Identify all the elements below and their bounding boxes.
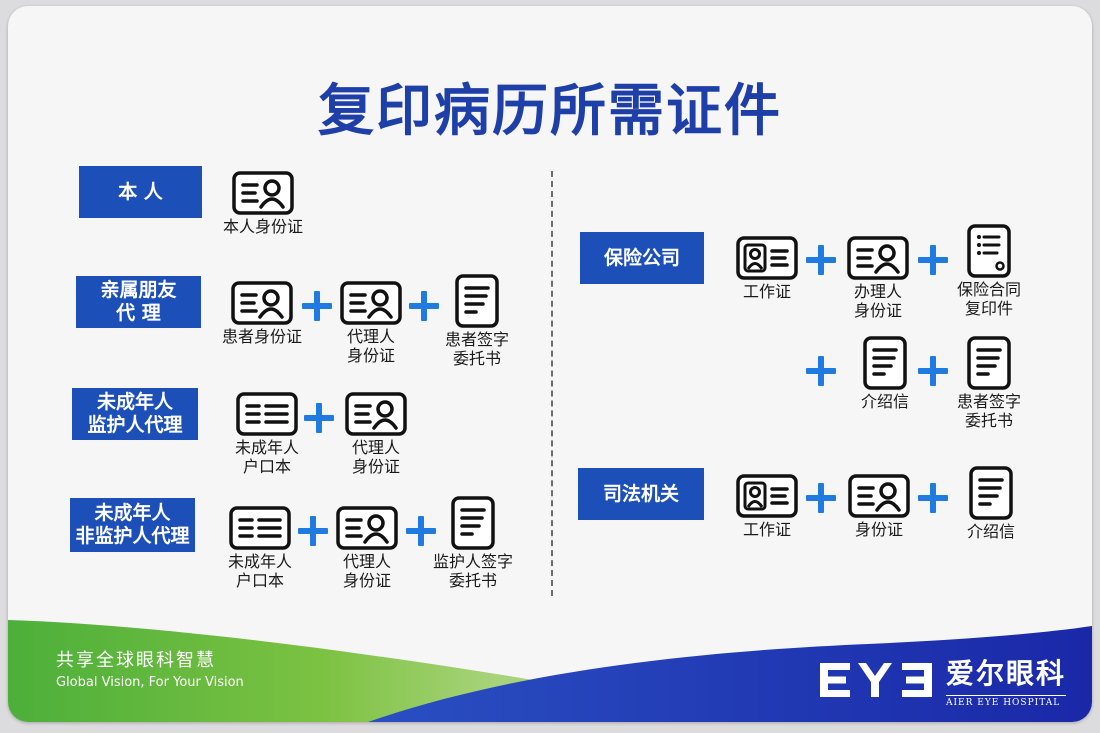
doc-agent-id-3: 代理人 身份证 xyxy=(302,506,432,590)
doc-intro-letter: 介绍信 xyxy=(820,336,950,411)
plus-icon xyxy=(304,403,334,433)
page-title: 复印病历所需证件 xyxy=(318,79,782,144)
category-label-relative: 亲属朋友 代 理 xyxy=(76,276,201,328)
id-card-icon xyxy=(340,281,402,325)
brand-text: 爱尔眼科 AIER EYE HOSPITAL xyxy=(946,652,1067,708)
id-card-icon xyxy=(345,392,407,436)
doc-caption: 患者签字 委托书 xyxy=(956,392,1021,430)
plus-icon xyxy=(918,483,948,513)
plus-icon xyxy=(406,516,436,546)
doc-intro-letter-2: 介绍信 xyxy=(926,466,1056,541)
brand-name-cn: 爱尔眼科 xyxy=(946,657,1067,690)
doc-caption: 介绍信 xyxy=(860,392,909,411)
doc-handler-id: 办理人 身份证 xyxy=(813,236,943,320)
doc-caption: 未成年人 户口本 xyxy=(227,552,292,590)
plus-icon xyxy=(806,483,836,513)
doc-caption: 身份证 xyxy=(854,520,903,539)
doc-minor-hukou: 未成年人 户口本 xyxy=(202,392,332,476)
plus-icon xyxy=(806,356,836,386)
document-icon xyxy=(969,466,1013,520)
plus-icon xyxy=(302,291,332,321)
doc-self-id: 本人身份证 xyxy=(198,171,328,236)
plus-icon xyxy=(409,291,439,321)
doc-caption: 本人身份证 xyxy=(222,217,303,236)
doc-id-card: 身份证 xyxy=(814,474,944,539)
category-label-self: 本 人 xyxy=(79,166,202,218)
id-card-icon xyxy=(847,236,909,280)
hukou-book-icon xyxy=(236,392,298,436)
doc-work-id: 工作证 xyxy=(702,236,832,301)
doc-agent-id: 代理人 身份证 xyxy=(306,281,436,365)
plus-icon xyxy=(806,245,836,275)
brand-name-en: AIER EYE HOSPITAL xyxy=(946,695,1067,708)
contract-document-icon xyxy=(967,224,1011,278)
doc-caption: 患者身份证 xyxy=(221,327,302,346)
doc-caption: 工作证 xyxy=(742,520,791,539)
doc-caption: 代理人 身份证 xyxy=(351,438,400,476)
doc-patient-letter-2: 患者签字 委托书 xyxy=(924,336,1054,430)
slogan: 共享全球眼科智慧 Global Vision, For Your Vision xyxy=(56,646,244,690)
plus-icon xyxy=(298,516,328,546)
doc-caption: 工作证 xyxy=(742,282,791,301)
document-icon xyxy=(967,336,1011,390)
work-card-icon xyxy=(736,236,798,280)
doc-caption: 监护人签字 委托书 xyxy=(432,552,513,590)
doc-guardian-letter: 监护人签字 委托书 xyxy=(408,496,538,590)
requirements-board: 复印病历所需证件 本 人 亲属朋友 代 理 未成年人 监护人代理 未成年人 非监… xyxy=(8,6,1092,722)
category-label-minor-nonguardian: 未成年人 非监护人代理 xyxy=(70,498,195,552)
category-label-judicial: 司法机关 xyxy=(578,468,704,520)
plus-icon xyxy=(918,245,948,275)
eye-logo-mark xyxy=(820,663,932,697)
doc-minor-hukou-2: 未成年人 户口本 xyxy=(195,506,325,590)
slogan-cn: 共享全球眼科智慧 xyxy=(56,650,216,671)
document-icon xyxy=(451,496,495,550)
document-icon xyxy=(863,336,907,390)
slogan-en: Global Vision, For Your Vision xyxy=(56,675,244,690)
hospital-logo: 爱尔眼科 AIER EYE HOSPITAL xyxy=(820,652,1067,708)
doc-caption: 办理人 身份证 xyxy=(853,282,902,320)
id-card-icon xyxy=(848,474,910,518)
document-icon xyxy=(455,274,499,328)
doc-work-id-2: 工作证 xyxy=(702,474,832,539)
doc-caption: 患者签字 委托书 xyxy=(444,330,509,368)
doc-patient-id: 患者身份证 xyxy=(197,281,327,346)
id-card-icon xyxy=(231,281,293,325)
hukou-book-icon xyxy=(229,506,291,550)
doc-patient-letter: 患者签字 委托书 xyxy=(412,274,542,368)
work-card-icon xyxy=(736,474,798,518)
doc-caption: 未成年人 户口本 xyxy=(234,438,299,476)
category-label-minor-guardian: 未成年人 监护人代理 xyxy=(72,388,198,440)
doc-contract-copy: 保险合同 复印件 xyxy=(924,224,1054,318)
id-card-icon xyxy=(232,171,294,215)
doc-caption: 代理人 身份证 xyxy=(342,552,391,590)
plus-icon xyxy=(918,356,948,386)
doc-caption: 保险合同 复印件 xyxy=(956,280,1021,318)
footer-wave xyxy=(8,620,1092,722)
doc-caption: 代理人 身份证 xyxy=(346,327,395,365)
column-divider xyxy=(551,171,553,596)
category-label-insurance: 保险公司 xyxy=(580,232,704,284)
doc-caption: 介绍信 xyxy=(966,522,1015,541)
doc-agent-id-2: 代理人 身份证 xyxy=(311,392,441,476)
id-card-icon xyxy=(336,506,398,550)
